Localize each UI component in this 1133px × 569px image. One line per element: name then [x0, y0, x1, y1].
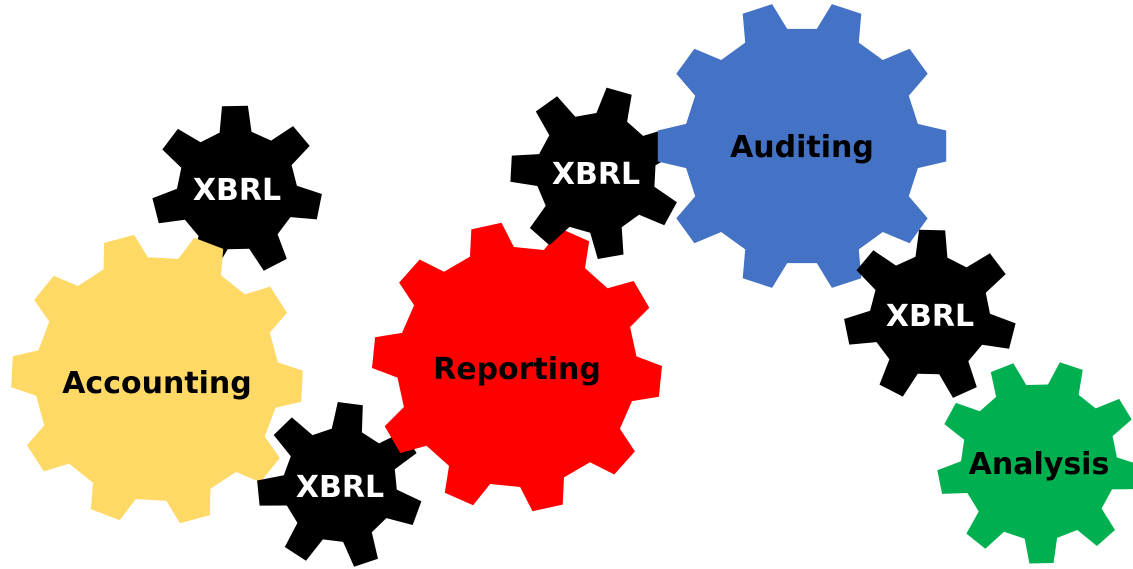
gear-accounting-label: Accounting — [62, 366, 252, 401]
gear-auditing-shape — [657, 4, 947, 288]
gear-analysis-label: Analysis — [969, 447, 1110, 482]
gear-xbrl-bottom: XBRL — [257, 402, 422, 567]
gear-accounting-shape — [11, 234, 303, 524]
gear-reporting-shape — [372, 222, 662, 512]
gear-auditing-label: Auditing — [730, 130, 874, 165]
gear-auditing: Auditing — [657, 4, 947, 288]
gear-xbrl-middle: XBRL — [510, 87, 680, 259]
gear-xbrl-middle-label: XBRL — [552, 157, 640, 192]
gear-reporting: Reporting — [372, 222, 662, 512]
gear-xbrl-top-left-label: XBRL — [193, 173, 281, 208]
gear-reporting-label: Reporting — [433, 352, 601, 387]
gear-xbrl-right-label: XBRL — [886, 299, 974, 334]
gear-xbrl-right-shape — [844, 229, 1016, 398]
gear-analysis-shape — [937, 362, 1133, 564]
gear-xbrl-top-left-shape — [152, 105, 322, 272]
gear-xbrl-bottom-shape — [257, 402, 422, 567]
gear-xbrl-middle-shape — [510, 87, 680, 259]
gear-xbrl-top-left: XBRL — [152, 105, 322, 272]
gear-xbrl-bottom-label: XBRL — [296, 470, 384, 505]
gear-accounting: Accounting — [11, 234, 303, 524]
gear-analysis: Analysis — [937, 362, 1133, 564]
gear-xbrl-right: XBRL — [844, 229, 1016, 398]
